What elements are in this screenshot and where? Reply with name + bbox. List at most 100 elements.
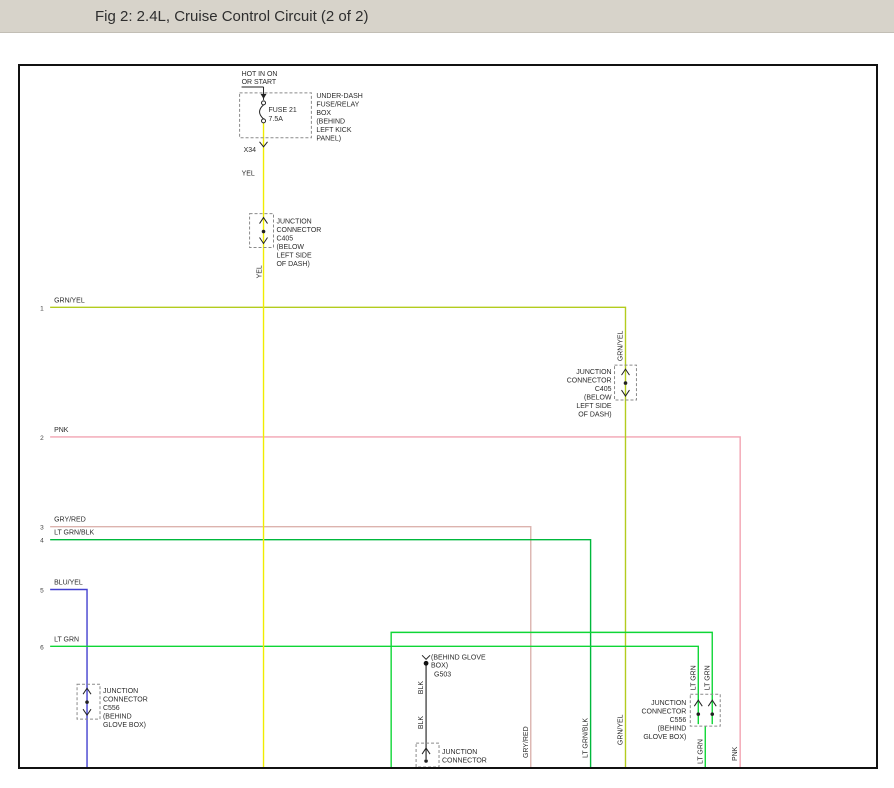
ground-note: BOX) bbox=[431, 662, 448, 669]
junction-label: CONNECTOR bbox=[642, 709, 687, 716]
junction-label: (BEHIND bbox=[658, 726, 687, 733]
junction-label: OF DASH) bbox=[578, 411, 611, 418]
wire-color-label-blk-rotated: BLK bbox=[418, 681, 425, 695]
wire-grn-yel bbox=[50, 306, 627, 767]
wire-lt-grn-branch bbox=[390, 631, 713, 767]
wire-color-label-lt-grn-rotated: LT GRN bbox=[690, 665, 697, 690]
ground-dot-icon bbox=[423, 660, 429, 666]
wire-color-label-grn-yel-rotated: GRN/YEL bbox=[618, 714, 625, 745]
arrow-up-icon bbox=[259, 216, 268, 224]
hot-label: HOT IN ON bbox=[242, 71, 278, 78]
arrow-down-icon bbox=[621, 389, 630, 397]
wire-color-label-gry-red-rotated: GRY/RED bbox=[523, 726, 530, 758]
connector-chevron-icon bbox=[259, 141, 268, 148]
wire-label: LT GRN/BLK bbox=[54, 530, 94, 537]
junction-label: GLOVE BOX) bbox=[103, 722, 146, 729]
wire-color-label-lt-grn-blk-rotated: LT GRN/BLK bbox=[583, 718, 590, 758]
fuse-box-note: BOX bbox=[316, 110, 331, 117]
junction-label: OF DASH) bbox=[276, 261, 309, 268]
junction-label: C556 bbox=[103, 705, 120, 712]
wire-color-label-yel: YEL bbox=[242, 171, 255, 178]
junction-label: CONNECTOR bbox=[442, 758, 487, 765]
wire-blu-yel bbox=[50, 588, 88, 767]
junction-dot-icon bbox=[623, 381, 628, 385]
junction-label: C405 bbox=[595, 386, 612, 393]
title-bar: Fig 2: 2.4L, Cruise Control Circuit (2 o… bbox=[0, 0, 894, 33]
junction-label: JUNCTION bbox=[442, 749, 477, 756]
wire-label: LT GRN bbox=[54, 636, 79, 643]
wire-lt-grn-blk bbox=[50, 538, 592, 767]
fuse-box-note: UNDER-DASH bbox=[316, 93, 362, 100]
ground-name: G503 bbox=[434, 671, 451, 678]
wire-number: 6 bbox=[40, 644, 44, 651]
wire-pnk bbox=[50, 436, 741, 767]
wire-label: PNK bbox=[54, 427, 69, 434]
junction-connector-c405-right: GRN/YEL JUNCTION CONNECTOR C405 (BELOW L… bbox=[567, 330, 637, 745]
wire-gry-red bbox=[50, 525, 532, 767]
junction-label: (BELOW bbox=[584, 395, 612, 402]
diagram-frame: HOT IN ON OR START FUSE 21 7.5A UNDER-DA… bbox=[18, 64, 878, 769]
fuse-name: FUSE 21 bbox=[269, 107, 297, 114]
fuse-box-note: LEFT KICK bbox=[316, 127, 351, 134]
ground-g503: (BEHIND GLOVE BOX) G503 BLK BLK bbox=[418, 654, 486, 729]
wire-row-labels: 1 GRN/YEL 2 PNK 3 GRY/RED 4 LT GRN/BLK 5… bbox=[40, 297, 94, 651]
junction-label: JUNCTION bbox=[103, 688, 138, 695]
ground-note: (BEHIND GLOVE bbox=[431, 654, 486, 661]
hot-label: OR START bbox=[242, 79, 277, 86]
junction-label: (BEHIND bbox=[103, 714, 132, 721]
junction-dot-icon bbox=[696, 712, 701, 716]
wire-label: BLU/YEL bbox=[54, 580, 83, 587]
fuse-box-note: (BEHIND bbox=[316, 118, 345, 125]
junction-box-outline bbox=[689, 693, 721, 727]
junction-label: JUNCTION bbox=[651, 700, 686, 707]
junction-label: CONNECTOR bbox=[103, 697, 148, 704]
wire-number: 5 bbox=[40, 587, 44, 594]
junction-label: CONNECTOR bbox=[276, 227, 321, 234]
junction-label: (BELOW bbox=[276, 244, 304, 251]
fuse-box-outline bbox=[239, 92, 312, 139]
fuse-box-note: FUSE/RELAY bbox=[316, 101, 359, 108]
junction-label: C405 bbox=[276, 236, 293, 243]
bottom-wire-labels: GRY/RED LT GRN/BLK PNK bbox=[523, 718, 739, 761]
junction-label: GLOVE BOX) bbox=[643, 734, 686, 741]
junction-label: LEFT SIDE bbox=[276, 252, 311, 259]
junction-label: JUNCTION bbox=[276, 219, 311, 226]
arrow-up-icon bbox=[707, 699, 717, 707]
fuse-box-note: PANEL) bbox=[316, 135, 341, 142]
fuse-box-area: HOT IN ON OR START FUSE 21 7.5A UNDER-DA… bbox=[239, 71, 363, 178]
wire-number: 4 bbox=[40, 538, 44, 545]
junction-dot-icon bbox=[85, 700, 89, 704]
junction-connector-c556-left: JUNCTION CONNECTOR C556 (BEHIND GLOVE BO… bbox=[76, 683, 148, 729]
wire-number: 3 bbox=[40, 525, 44, 532]
figure-title: Fig 2: 2.4L, Cruise Control Circuit (2 o… bbox=[95, 7, 369, 25]
arrow-up-icon bbox=[82, 687, 92, 695]
wire-label: GRN/YEL bbox=[54, 297, 85, 304]
wires bbox=[50, 122, 741, 767]
arrow-down-icon bbox=[82, 708, 92, 717]
fuse-rating: 7.5A bbox=[269, 116, 284, 123]
junction-dot-icon bbox=[261, 229, 266, 234]
junction-label: LEFT SIDE bbox=[576, 403, 611, 410]
junction-box-outline bbox=[76, 683, 101, 720]
wire-color-label-pnk-rotated: PNK bbox=[732, 746, 739, 761]
wire-color-label-lt-grn-rotated: LT GRN bbox=[704, 665, 711, 690]
junction-connector-c405-left: JUNCTION CONNECTOR C405 (BELOW LEFT SIDE… bbox=[249, 213, 321, 278]
junction-connector-bottom: JUNCTION CONNECTOR bbox=[415, 742, 487, 767]
junction-box-outline bbox=[415, 742, 440, 767]
wire-color-label-lt-grn-rotated: LT GRN bbox=[697, 739, 704, 764]
wire-number: 2 bbox=[40, 435, 44, 442]
wire-lt-grn bbox=[50, 645, 699, 725]
arrow-up-icon bbox=[621, 368, 630, 376]
ground-chevron-icon bbox=[421, 654, 431, 661]
wire-number: 1 bbox=[40, 305, 44, 312]
junction-box-outline bbox=[614, 364, 637, 401]
wire-color-label-blk-rotated: BLK bbox=[418, 716, 425, 730]
junction-label: CONNECTOR bbox=[567, 378, 612, 385]
connector-pin-label: X34 bbox=[244, 147, 257, 154]
wire-color-label-yel-rotated: YEL bbox=[257, 265, 264, 278]
feed-arrow-icon bbox=[260, 93, 267, 99]
fuse-symbol-icon bbox=[259, 100, 267, 124]
diagram-canvas: HOT IN ON OR START FUSE 21 7.5A UNDER-DA… bbox=[40, 71, 741, 767]
junction-label: C556 bbox=[670, 717, 687, 724]
wire-label: GRY/RED bbox=[54, 517, 86, 524]
